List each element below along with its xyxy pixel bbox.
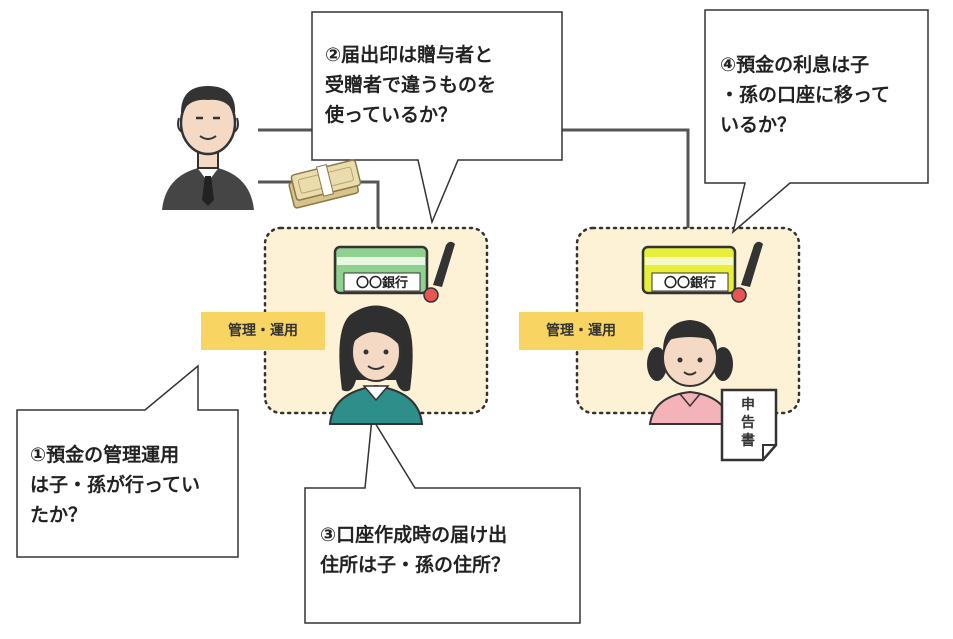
callout-2-text: ②届出印は贈与者と 受贈者で違うものを 使っているか？: [325, 40, 555, 130]
callout-4-line-2: ・孫の口座に移って: [720, 84, 891, 106]
document-label-3: 書: [741, 432, 755, 449]
callout-2-box: [311, 11, 563, 225]
callout-3-line-1: ③口座作成時の届け出: [320, 524, 508, 546]
granddaughter-icon: [647, 320, 733, 425]
bankbook-icon: 〇〇銀行: [333, 245, 429, 295]
bankbook-right-label: 〇〇銀行: [664, 275, 716, 291]
callout-4-line-3: いるか？: [720, 114, 797, 136]
seal-stamp-icon: [731, 241, 763, 303]
callout-4-text: ④預金の利息は子 ・孫の口座に移って いるか？: [720, 50, 920, 140]
grandfather-icon: [162, 86, 254, 210]
document-label-2: 告: [741, 414, 755, 431]
callout-3-box: [304, 415, 581, 624]
callout-3-text: ③口座作成時の届け出 住所は子・孫の住所？: [320, 520, 570, 580]
callout-2-line-1: ②届出印は贈与者と: [325, 44, 494, 66]
bankbook-left-label: 〇〇銀行: [356, 275, 408, 291]
management-tag-left: 管理・運用: [201, 312, 325, 350]
management-tag-right: 管理・運用: [519, 312, 643, 350]
callout-3-line-2: 住所は子・孫の住所？: [320, 554, 511, 576]
callout-1-line-1: ①預金の管理運用: [30, 444, 180, 466]
callout-4-line-1: ④預金の利息は子: [720, 54, 870, 76]
seal-stamp-icon: [423, 241, 455, 303]
bankbook-icon: 〇〇銀行: [641, 245, 737, 295]
callout-1-line-3: たか？: [30, 504, 88, 526]
document-label-1: 申: [741, 396, 755, 413]
callout-1-text: ①預金の管理運用 は子・孫が行ってい たか？: [30, 440, 230, 530]
money-bundle-icon: [288, 159, 362, 209]
callout-2-line-3: 使っているか？: [325, 104, 458, 126]
callout-1-line-2: は子・孫が行ってい: [30, 474, 201, 496]
callout-2-line-2: 受贈者で違うものを: [325, 74, 497, 96]
tax-return-document-icon: 申 告 書: [720, 388, 778, 462]
daughter-icon: [328, 305, 424, 425]
callout-1-box: [16, 364, 239, 558]
callout-4-box: [704, 9, 929, 235]
